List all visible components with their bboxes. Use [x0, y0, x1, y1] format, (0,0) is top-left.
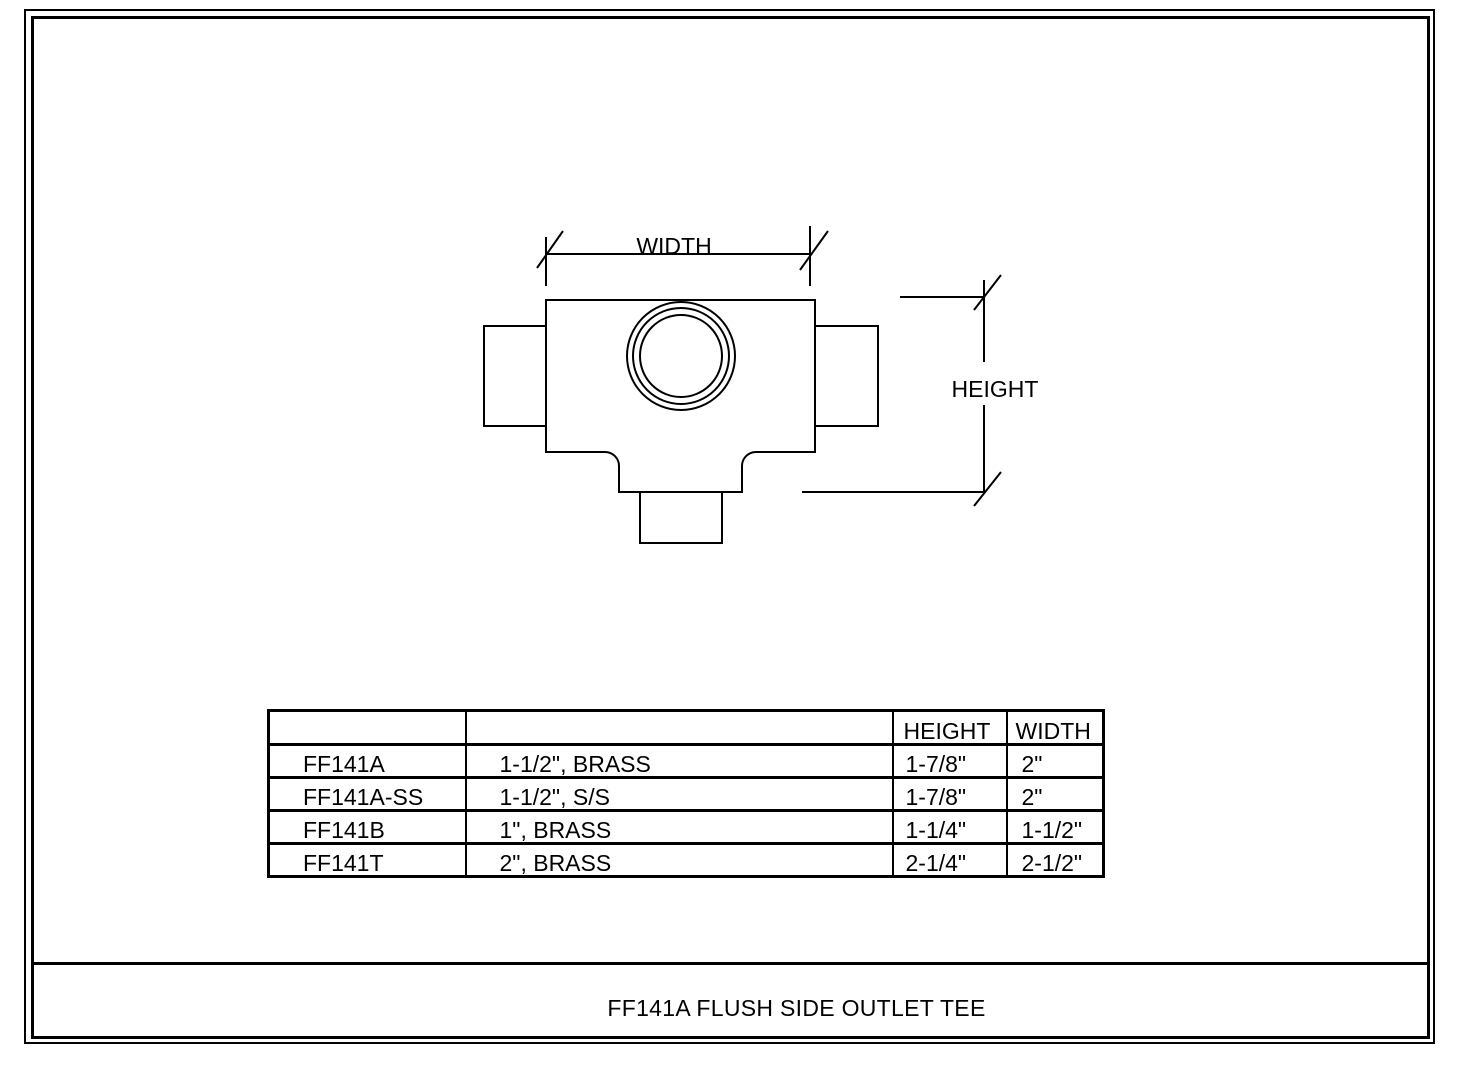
- width-tick-right: [799, 230, 829, 271]
- cell-height: 1-7/8": [891, 777, 1008, 812]
- drawing-border-outer: [24, 9, 1435, 1044]
- right-outlet: [815, 325, 879, 427]
- cell-part-number: FF141T: [267, 843, 467, 878]
- table-row: FF141A 1-1/2", BRASS 1-7/8" 2": [267, 744, 1105, 779]
- cell-part-number: FF141B: [267, 810, 467, 845]
- side-outlet-outer-ring: [626, 301, 736, 411]
- side-outlet-middle-ring: [632, 307, 730, 405]
- table-row: FF141B 1", BRASS 1-1/4" 1-1/2": [267, 810, 1105, 845]
- drawing-title: FF141A FLUSH SIDE OUTLET TEE: [607, 994, 986, 1021]
- cell-description: 1-1/2", S/S: [464, 777, 894, 812]
- cell-width: 2": [1005, 744, 1105, 779]
- tee-body-outline: [545, 299, 816, 493]
- width-tick-left: [536, 230, 564, 269]
- cell-description: 1-1/2", BRASS: [464, 744, 894, 779]
- cell-height: 1-1/4": [891, 810, 1008, 845]
- left-outlet: [483, 325, 546, 427]
- bottom-outlet: [639, 492, 723, 544]
- spec-table: HEIGHT WIDTH FF141A 1-1/2", BRASS 1-7/8"…: [267, 709, 1105, 878]
- title-block: FF141A FLUSH SIDE OUTLET TEE: [31, 965, 1430, 1039]
- cell-description: 2", BRASS: [464, 843, 894, 878]
- table-row: FF141T 2", BRASS 2-1/4" 2-1/2": [267, 843, 1105, 878]
- drawing-border-inner: [31, 16, 1430, 1039]
- side-outlet-inner-ring: [639, 314, 723, 398]
- cell-description: 1", BRASS: [464, 810, 894, 845]
- height-tick-top: [973, 274, 1002, 311]
- cell-width: 2-1/2": [1005, 843, 1105, 878]
- cell-height: 2-1/4": [891, 843, 1008, 878]
- table-row: FF141A-SS 1-1/2", S/S 1-7/8" 2": [267, 777, 1105, 812]
- title-block-divider: [31, 962, 1430, 965]
- cell-width: 2": [1005, 777, 1105, 812]
- cell-part-number: FF141A: [267, 744, 467, 779]
- cell-part-number: FF141A-SS: [267, 777, 467, 812]
- table-header-row: HEIGHT WIDTH: [267, 710, 1105, 746]
- header-cell-height: HEIGHT: [891, 710, 1008, 746]
- height-label: HEIGHT: [952, 376, 1039, 402]
- height-tick-bottom: [973, 471, 1002, 507]
- width-label: WIDTH: [636, 233, 711, 259]
- header-cell-width: WIDTH: [1005, 710, 1105, 746]
- cell-width: 1-1/2": [1005, 810, 1105, 845]
- header-cell-part: [267, 710, 467, 746]
- header-cell-description: [464, 710, 894, 746]
- cell-height: 1-7/8": [891, 744, 1008, 779]
